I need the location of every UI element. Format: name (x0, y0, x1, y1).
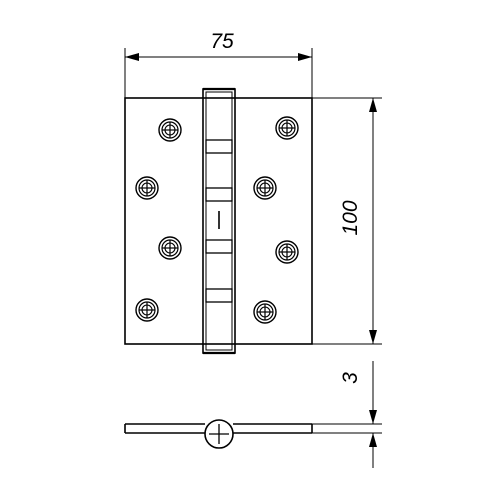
screw-hole-icon (253, 300, 277, 324)
hinge-front-view (124, 87, 313, 355)
knuckle-segment-4 (205, 288, 233, 303)
screw-hole-icon (275, 240, 299, 264)
barrel-section (204, 419, 234, 449)
screw-hole-icon (275, 116, 299, 140)
width-dimension: 75 (124, 30, 313, 98)
screw-hole-icon (135, 176, 159, 200)
screw-hole-icon (158, 236, 182, 260)
screw-hole-icon (158, 118, 182, 142)
screw-hole-icon (135, 298, 159, 322)
knuckle-segment-2 (205, 187, 233, 202)
thickness-dimension: 3 (312, 361, 382, 468)
knuckle-segment-1 (205, 139, 233, 154)
width-dimension-label: 75 (210, 30, 234, 53)
height-dimension-label: 100 (339, 200, 362, 235)
hinge-side-view (124, 419, 313, 449)
screw-hole-icon (253, 176, 277, 200)
knuckle-segment-3 (205, 239, 233, 254)
height-dimension: 100 (312, 97, 382, 345)
hinge-knuckle (202, 87, 236, 355)
hinge-plate-outline (124, 97, 313, 345)
thickness-dimension-label: 3 (339, 372, 362, 384)
